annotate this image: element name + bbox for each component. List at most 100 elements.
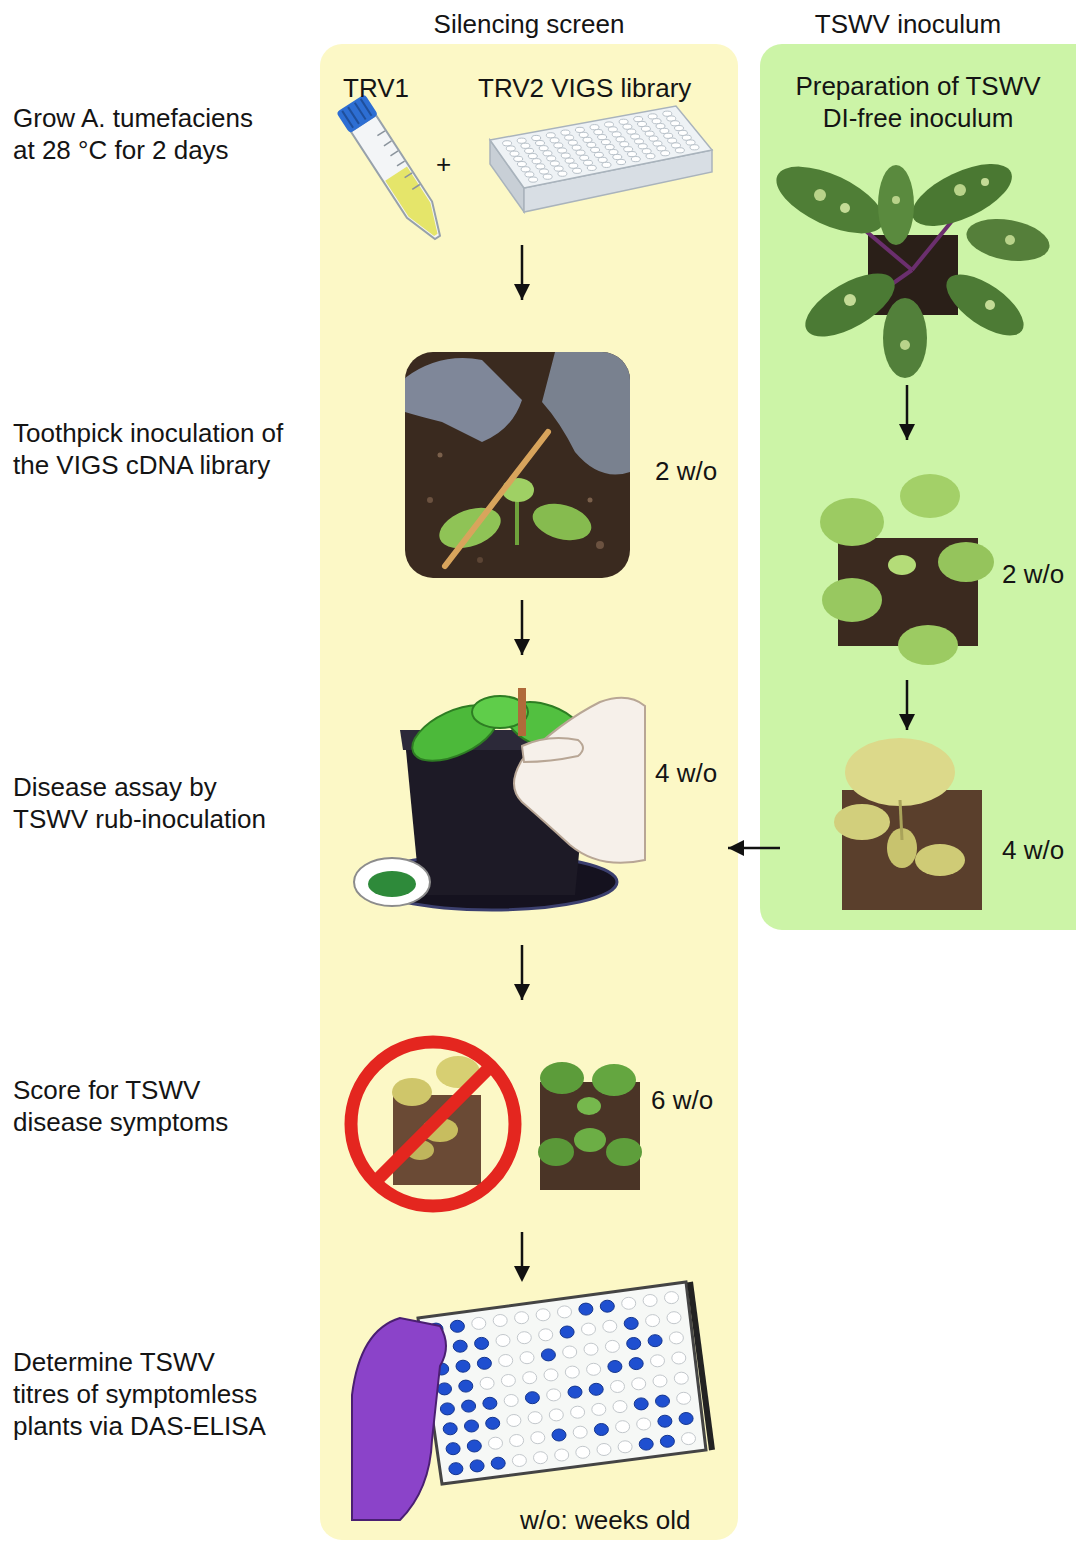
- elisa-wells-part: [600, 1300, 614, 1312]
- elisa-wells-part: [622, 1297, 636, 1309]
- elisa-wells-part: [563, 1346, 577, 1358]
- plate-wells-part: [631, 157, 640, 162]
- plate-wells-part: [521, 167, 530, 172]
- plate-wells-part: [554, 143, 563, 148]
- elisa-wells-part: [632, 1378, 646, 1390]
- elisa-wells: [429, 1292, 696, 1475]
- prohibition-sign: [351, 1042, 515, 1206]
- plate-wells-part: [573, 168, 582, 173]
- elisa-wells-part: [536, 1309, 550, 1321]
- elisa-wells-part: [660, 1435, 674, 1447]
- elisa-wells-part: [565, 1366, 579, 1378]
- plate-wells-part: [675, 148, 684, 153]
- step-label: 4 w/o: [655, 757, 717, 789]
- elisa-wells-part: [634, 1398, 648, 1410]
- plate-wells-part: [598, 157, 607, 162]
- plate-wells-part: [594, 152, 603, 157]
- plate-wells-part: [514, 156, 523, 161]
- step-label: TRV1: [343, 72, 409, 104]
- elisa-wells-part: [477, 1357, 491, 1369]
- toothpick-photo-part-part: [427, 497, 433, 503]
- elisa-wells-part: [456, 1360, 470, 1372]
- plate-wells-part: [690, 145, 699, 150]
- elisa-wells-part: [679, 1413, 693, 1425]
- elisa-wells-part: [510, 1435, 524, 1447]
- elisa-wells-part: [573, 1426, 587, 1438]
- flow-arrow: [514, 1232, 530, 1282]
- step-group: 6 w/o: [335, 1000, 730, 1225]
- elisa-wells-part: [558, 1306, 572, 1318]
- elisa-wells-part: [582, 1323, 596, 1335]
- plate-wells-part: [547, 156, 556, 161]
- infected-plant-part: [1005, 235, 1015, 245]
- plate-wells-part: [576, 150, 585, 155]
- plate-wells-part: [536, 164, 545, 169]
- plate-wells-part: [579, 132, 588, 137]
- infected-plant-part: [981, 178, 989, 186]
- elisa-wells-part: [504, 1395, 518, 1407]
- elisa-plate-part: [352, 1318, 446, 1520]
- flow-arrow-part: [521, 1232, 524, 1268]
- elisa-wells-part: [611, 1381, 625, 1393]
- step-label: +: [436, 148, 451, 180]
- rub-inoculation-drawing: [354, 688, 645, 910]
- healthy-plant-part: [540, 1082, 640, 1190]
- stage-panel: TSWV inoculumPreparation of TSWV DI-free…: [760, 44, 1076, 930]
- elisa-wells-part: [507, 1415, 521, 1427]
- elisa-wells-part: [648, 1335, 662, 1347]
- elisa-wells-part: [544, 1369, 558, 1381]
- rub-inoculation-drawing-part: [354, 858, 430, 906]
- well-plate: [490, 106, 712, 212]
- elisa-wells-part: [489, 1437, 503, 1449]
- young-plant-part: [898, 625, 958, 665]
- plate-wells-part: [521, 143, 530, 148]
- elisa-wells-part: [467, 1440, 481, 1452]
- young-plant-part: [822, 578, 882, 622]
- elisa-wells-part: [639, 1438, 653, 1450]
- falcon-tube-part: [351, 115, 450, 245]
- elisa-wells-part: [618, 1441, 632, 1453]
- plate-wells-part: [561, 130, 570, 135]
- elisa-plate-part: [418, 1282, 706, 1484]
- elisa-wells-part: [643, 1295, 657, 1307]
- elisa-wells-part: [646, 1315, 660, 1327]
- healthy-plant-part: [538, 1138, 574, 1166]
- step-label: 2 w/o: [1002, 558, 1064, 590]
- plate-wells-part: [561, 153, 570, 158]
- elisa-wells-part: [491, 1457, 505, 1469]
- elisa-wells-part: [656, 1395, 670, 1407]
- elisa-wells-part: [665, 1292, 679, 1304]
- elisa-wells-part: [472, 1317, 486, 1329]
- infected-plant-part: [844, 294, 856, 306]
- step-label: 6 w/o: [651, 1084, 713, 1116]
- plate-wells-part: [601, 140, 610, 145]
- step-description: w/o: weeks old: [520, 1504, 691, 1536]
- step-label: TRV2 VIGS library: [478, 72, 691, 104]
- plate-wells-part: [608, 127, 617, 132]
- elisa-wells-part: [584, 1343, 598, 1355]
- flow-arrow: [521, 245, 524, 300]
- elisa-wells-part: [486, 1417, 500, 1429]
- falcon-tube: [336, 94, 452, 247]
- elisa-wells-part: [629, 1358, 643, 1370]
- panel-heading: Silencing screen: [320, 8, 738, 40]
- toothpick-photo: [405, 352, 630, 578]
- falcon-tube-part: [397, 161, 405, 166]
- toothpick-photo-part-part: [434, 500, 506, 556]
- plate-wells-part: [565, 135, 574, 140]
- falcon-tube-part: [377, 131, 385, 136]
- flow-arrow: [728, 847, 780, 850]
- step-label: 2 w/o: [655, 455, 717, 487]
- yellowed-plant-part: [834, 804, 890, 840]
- plate-wells-part: [510, 151, 519, 156]
- elisa-wells-part: [608, 1361, 622, 1373]
- elisa-wells-part: [637, 1418, 651, 1430]
- plate-wells-part: [550, 138, 559, 143]
- infected-plant-part: [883, 298, 927, 378]
- elisa-wells-part: [483, 1397, 497, 1409]
- plate-wells-part: [587, 142, 596, 147]
- elisa-wells-part: [523, 1372, 537, 1384]
- elisa-wells-part: [651, 1355, 665, 1367]
- plate-wells-part: [569, 163, 578, 168]
